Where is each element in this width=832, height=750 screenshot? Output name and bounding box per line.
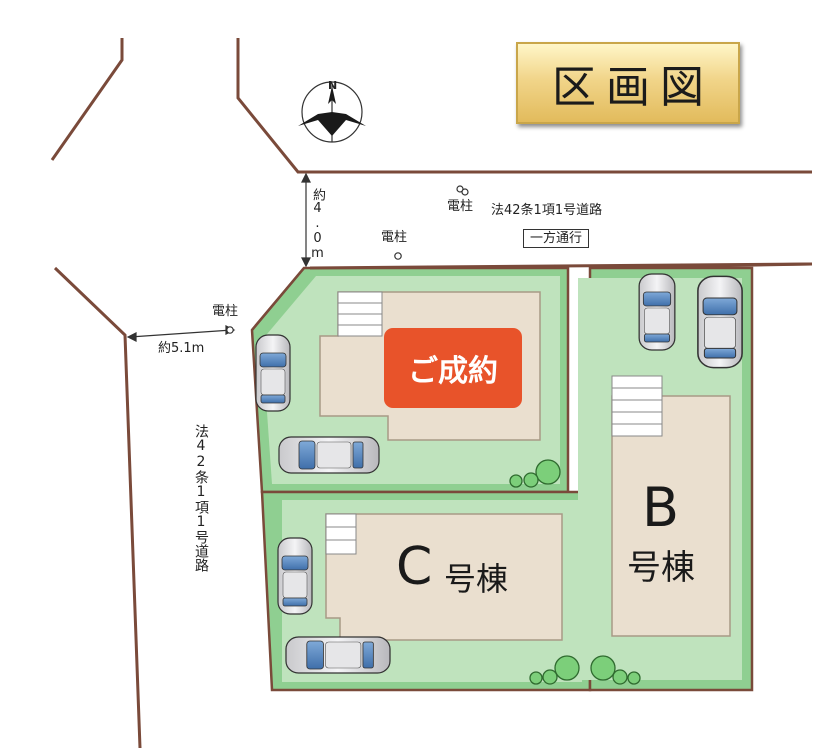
- lot-c-letter: C: [396, 537, 433, 597]
- page-title: 区画図: [552, 62, 714, 113]
- lot-b-label: 号棟: [627, 548, 695, 588]
- north-road-width: 約4.0m: [310, 188, 325, 261]
- entrance-steps: [325, 291, 663, 555]
- utility-pole-label-2: 電柱: [381, 230, 408, 245]
- sold-badge-lot-a: ご成約: [384, 328, 522, 408]
- north-compass: [298, 81, 366, 143]
- shrubs: [509, 459, 641, 685]
- lot-b-letter: B: [642, 476, 680, 539]
- north-road-name: 法42条1項1号道路: [491, 203, 603, 218]
- building-b: [611, 395, 731, 637]
- utility-pole-label-3: 電柱: [212, 304, 239, 319]
- west-road-name: 法42条1項1号道路: [193, 424, 209, 572]
- compass-north-letter: N: [328, 79, 338, 92]
- lot-c-label: 号棟: [444, 560, 509, 598]
- west-road-width: 約5.1m: [158, 341, 205, 356]
- title-plaque: 区画図: [516, 42, 740, 124]
- utility-pole-label-1: 電柱: [447, 199, 474, 214]
- utility-pole-markers: [226, 185, 469, 334]
- one-way-sign: 一方通行: [523, 229, 590, 248]
